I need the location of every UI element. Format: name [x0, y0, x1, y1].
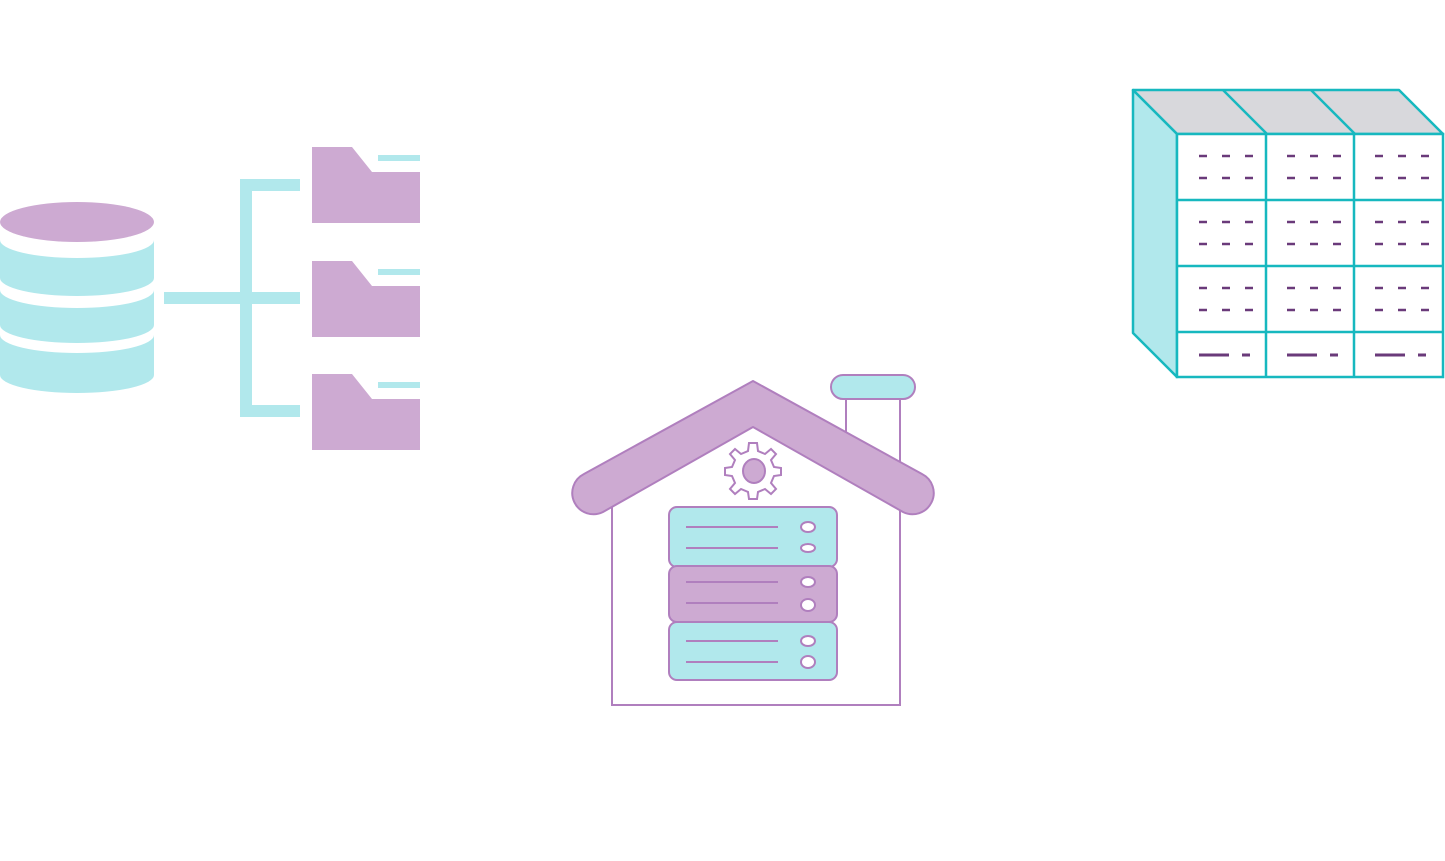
- table-side-face: [1131, 88, 1179, 379]
- database-icon: [0, 202, 154, 393]
- folder-icon: [312, 261, 420, 337]
- tree-connector-icon: [164, 179, 300, 417]
- table-top-face: [1131, 88, 1445, 136]
- table-cell-placeholders: [1199, 154, 1429, 312]
- folder-icon: [312, 374, 420, 450]
- server-unit-icon: [668, 621, 838, 681]
- server-unit-icon: [668, 506, 838, 568]
- house-roof: [571, 380, 935, 516]
- server-unit-icon: [668, 565, 838, 623]
- folder-icon: [312, 147, 420, 223]
- table-front-face: [1175, 132, 1445, 379]
- gear-icon: [724, 442, 782, 500]
